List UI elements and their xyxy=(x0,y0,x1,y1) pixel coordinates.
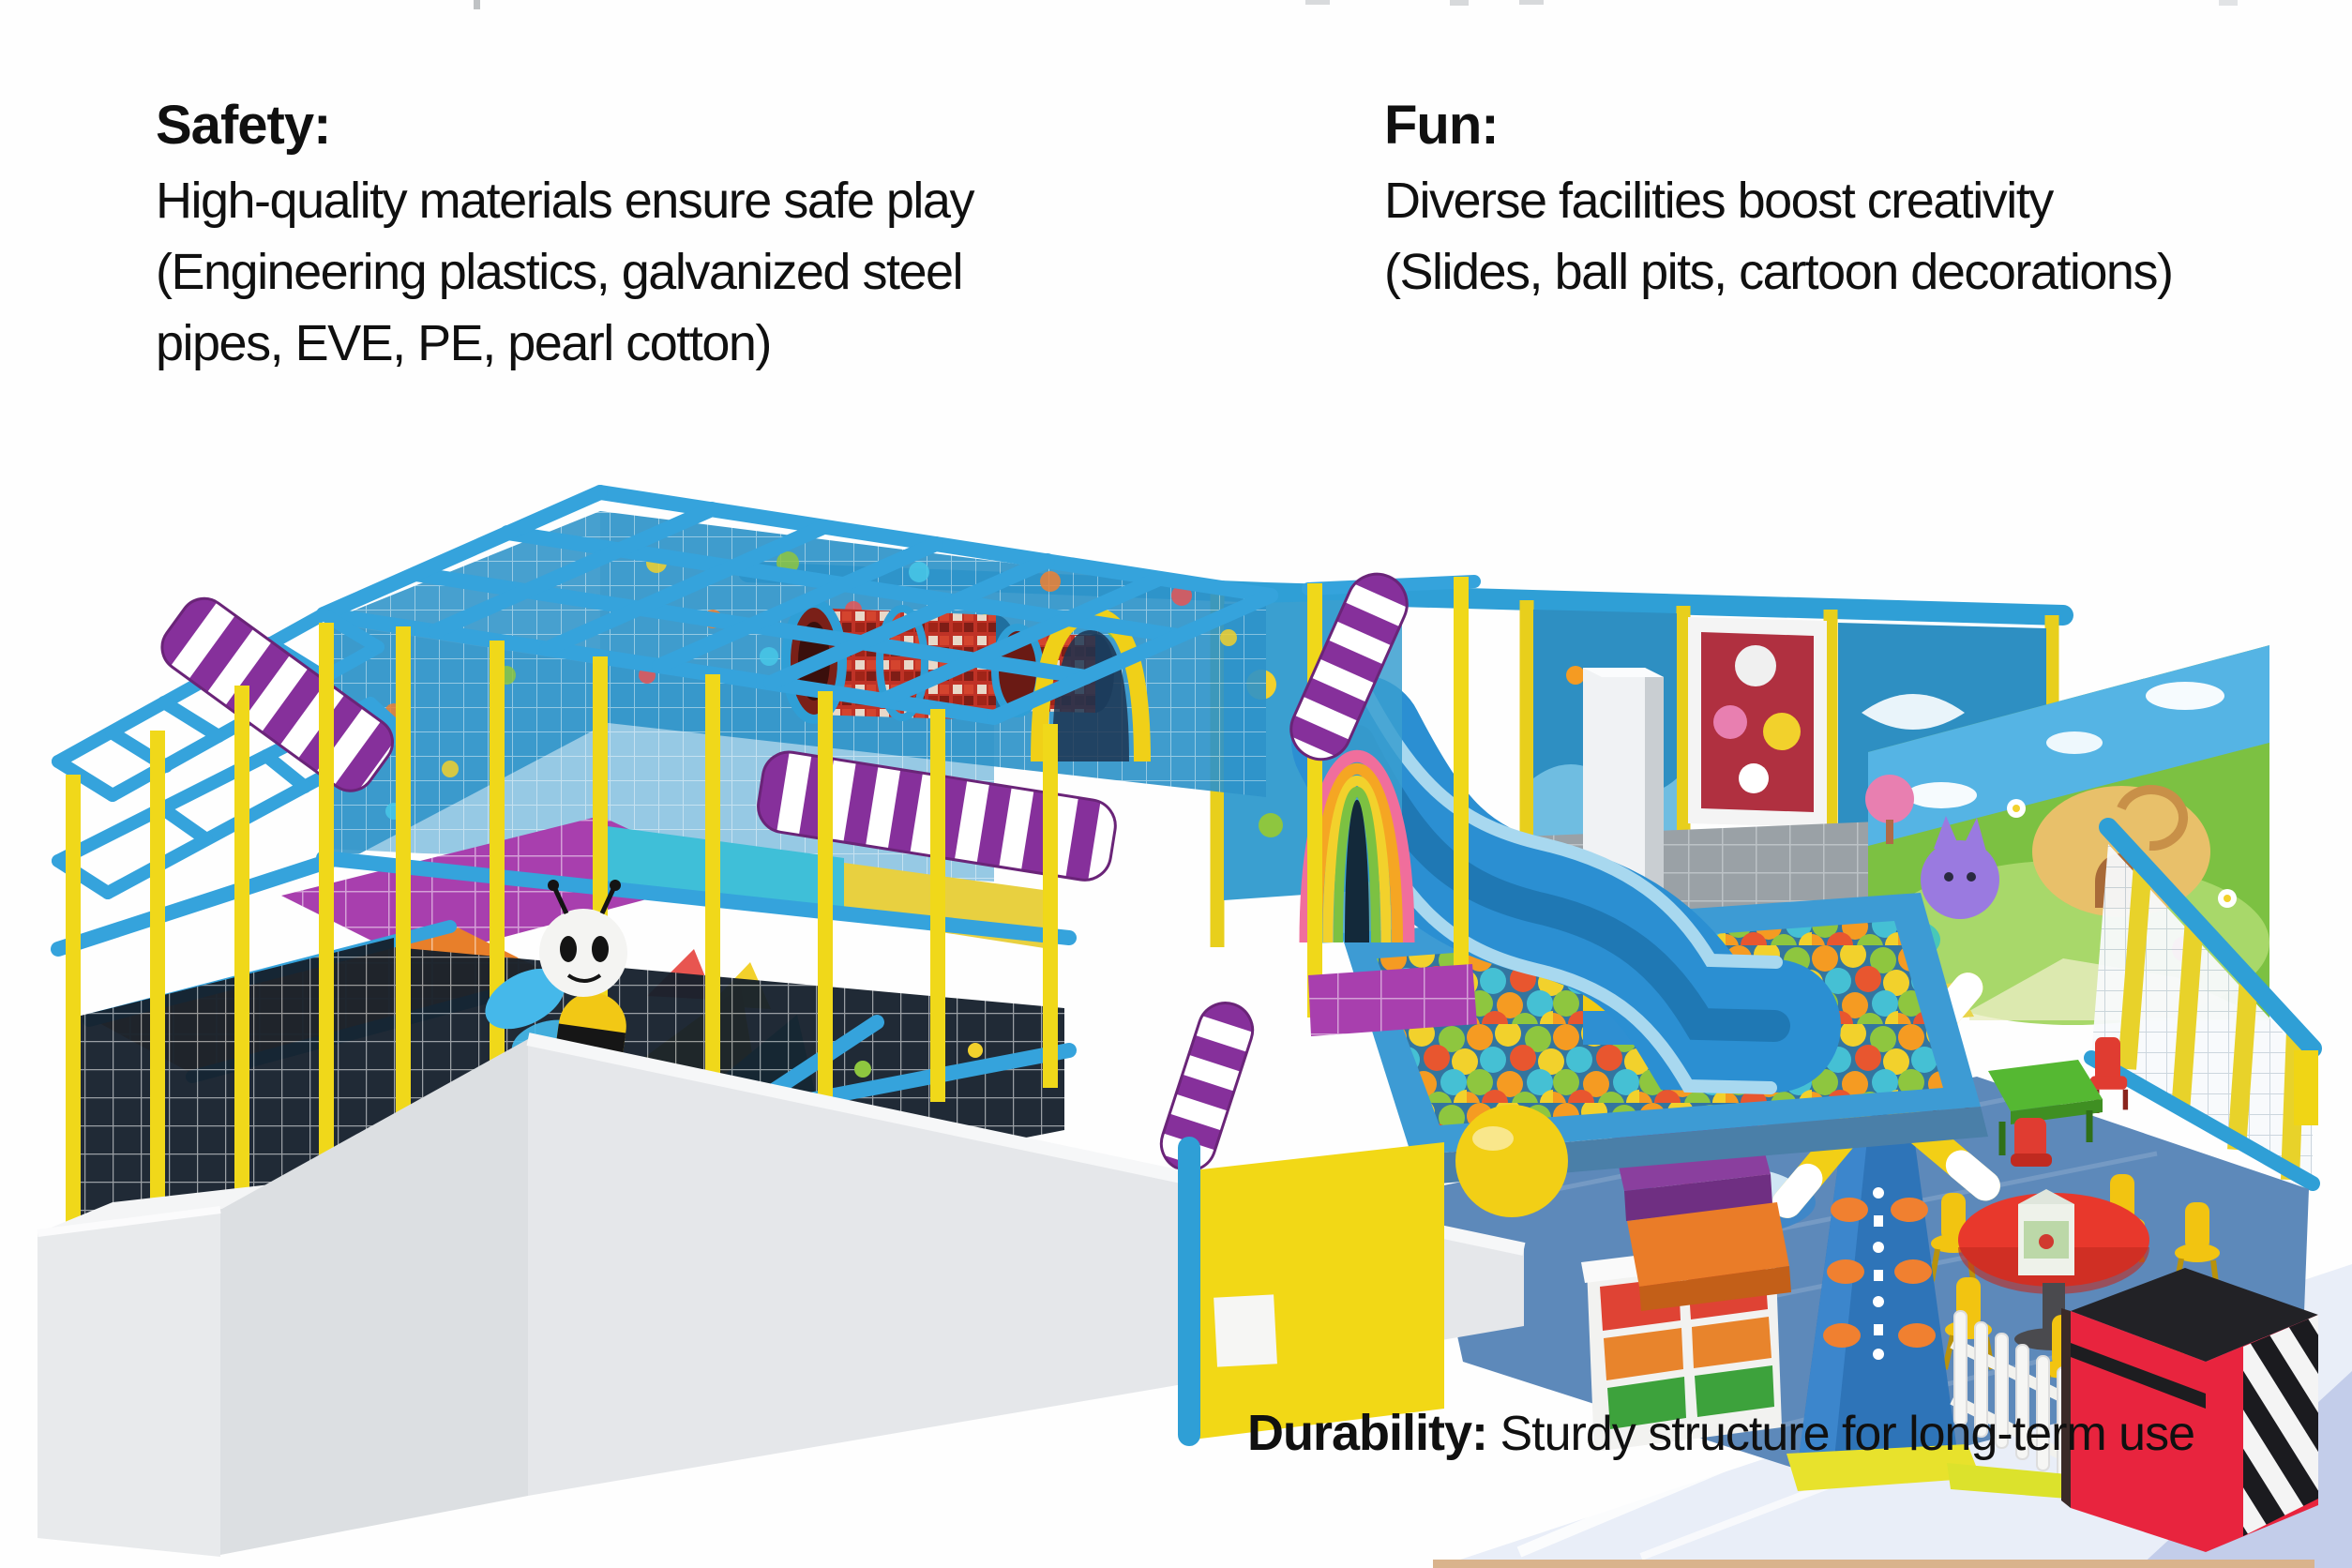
framed-cartoon-picture xyxy=(1688,617,1827,827)
durability-heading: Durability: xyxy=(1247,1405,1488,1461)
fun-line: (Slides, ball pits, cartoon decorations) xyxy=(1384,244,2174,300)
striped-awning-left xyxy=(160,596,394,792)
slide-tower xyxy=(1159,572,1481,1172)
picket-fence xyxy=(1947,1310,2091,1500)
candy-roll xyxy=(1289,572,1409,761)
safety-line: (Engineering plastics, galvanized steel xyxy=(156,244,964,300)
mural-cat xyxy=(1921,840,1999,919)
durability-caption: Durability: Sturdy structure for long-te… xyxy=(1247,1403,2195,1464)
perimeter-fence xyxy=(2084,818,2322,1191)
safety-line: pipes, EVE, PE, pearl cotton) xyxy=(156,315,772,371)
big-yellow-ball xyxy=(1455,1105,1568,1217)
fun-line: Diverse facilities boost creativity xyxy=(1384,173,2054,229)
cropped-text-marks xyxy=(474,0,2238,9)
picket-fence-area xyxy=(1947,1189,2091,1500)
durability-text: Sturdy structure for long-term use xyxy=(1487,1407,2195,1461)
front-tubes xyxy=(51,851,1077,1222)
striped-counter xyxy=(2061,1268,2318,1552)
front-yellow-panel xyxy=(1178,1137,1444,1446)
safety-heading: Safety: xyxy=(156,95,331,156)
safety-caption: Safety: High-quality materials ensure sa… xyxy=(156,86,974,379)
fun-heading: Fun: xyxy=(1384,95,1500,156)
safety-line: High-quality materials ensure safe play xyxy=(156,173,974,229)
fun-caption: Fun: Diverse facilities boost creativity… xyxy=(1384,86,2174,308)
support-poles xyxy=(66,623,1058,1318)
roof-tube-grid xyxy=(316,485,1278,725)
